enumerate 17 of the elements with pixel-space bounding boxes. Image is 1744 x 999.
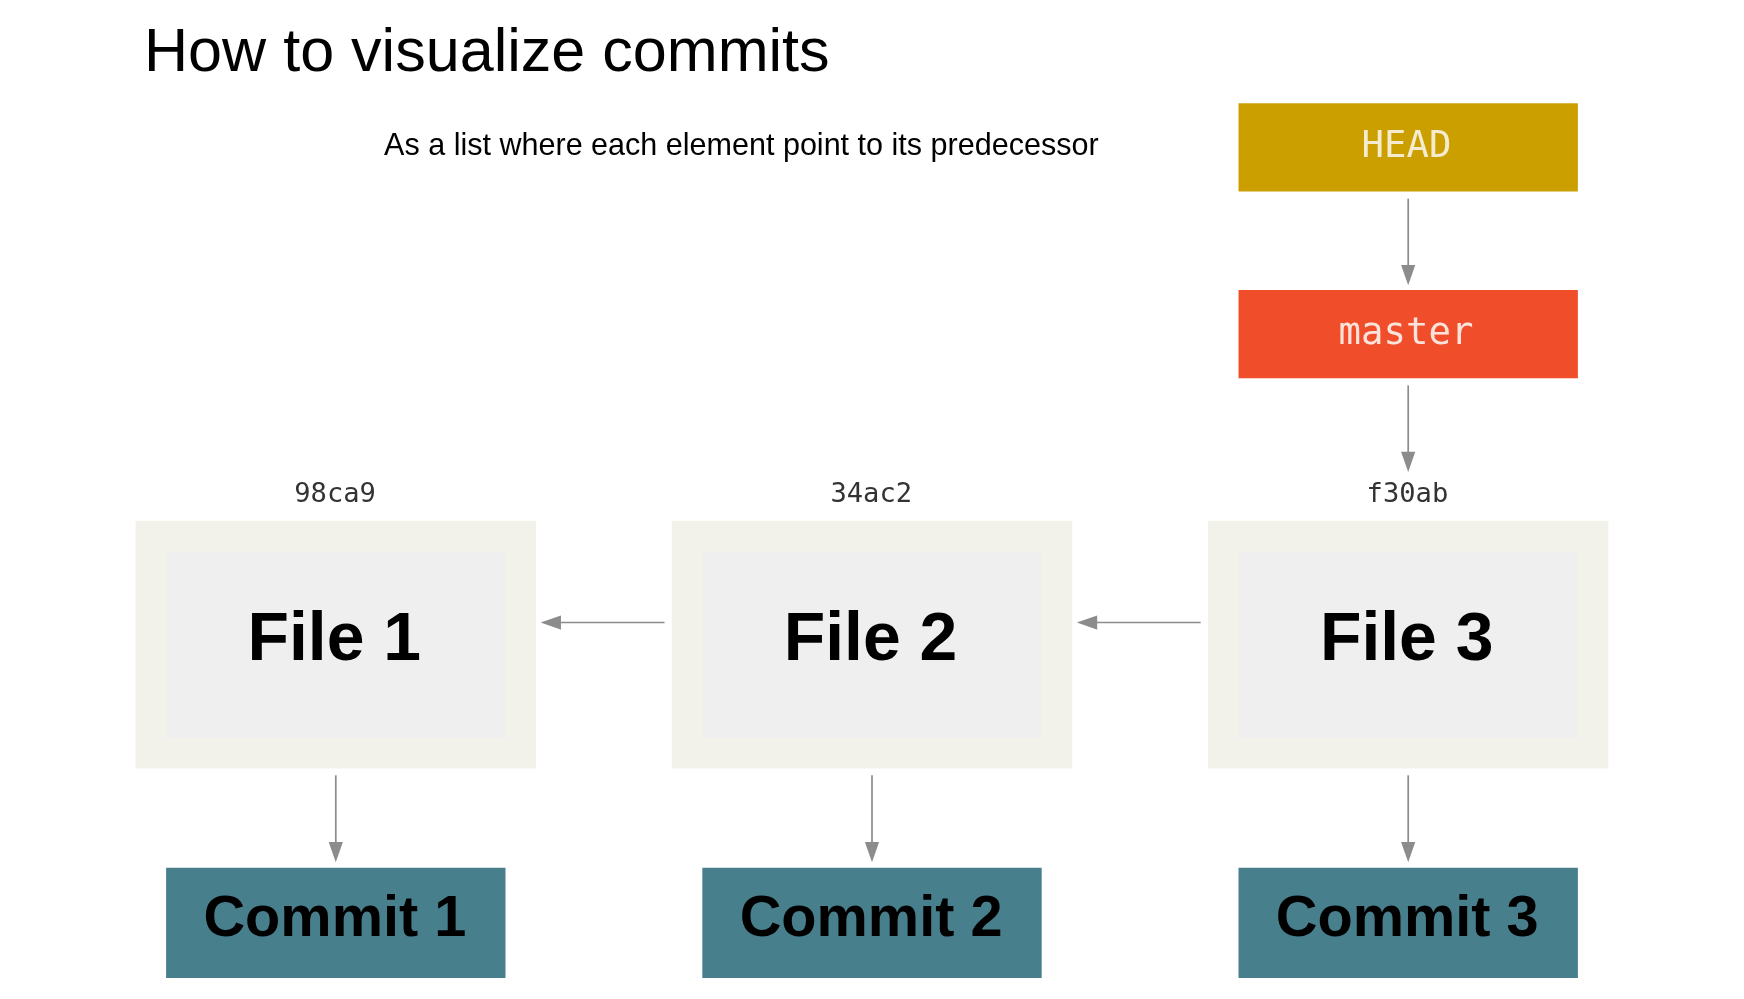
node-label: 34ac2 (830, 476, 913, 508)
arrow (540, 615, 666, 630)
arrow (864, 774, 880, 863)
arrow (1401, 197, 1416, 286)
node-label: f30ab (1366, 476, 1449, 508)
label: As a list where each element point to its predecessor (384, 126, 1099, 161)
node-box: Commit 2 (702, 867, 1042, 978)
node-box: Commit 3 (1238, 867, 1578, 978)
node-label: 98ca9 (294, 476, 376, 508)
arrow (1401, 774, 1416, 863)
arrow (1401, 384, 1416, 473)
arrow (328, 774, 343, 863)
node-box: master (1238, 289, 1578, 379)
node-box: Commit 1 (166, 867, 506, 978)
arrow (1076, 615, 1202, 630)
node-box: HEAD (1238, 103, 1578, 192)
diagram-title: How to visualize commits (144, 15, 830, 84)
